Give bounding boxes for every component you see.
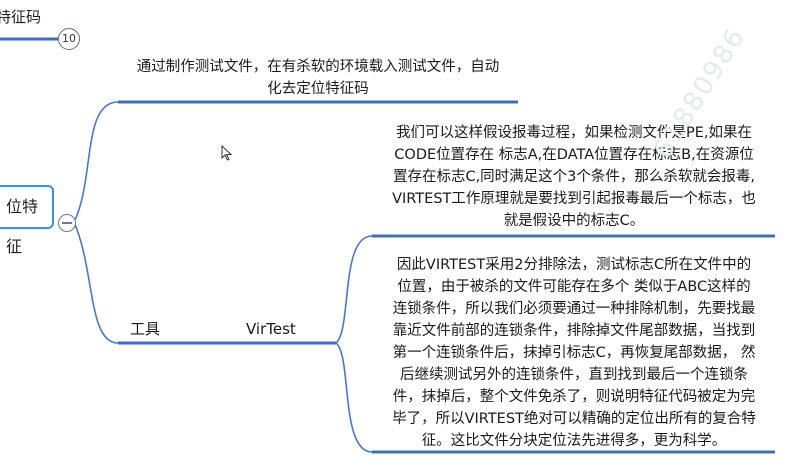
note-upper-line: 就是假设中的标志C。 bbox=[503, 213, 645, 229]
note-upper-line: 我们可以这样假设报毒过程，如果检测文件是PE,如果在 bbox=[395, 125, 752, 141]
note-upper-line: CODE位置存在 标志A,在DATA位置存在标志B,在资源位 bbox=[394, 147, 754, 163]
connector-note-upper bbox=[335, 235, 373, 344]
top-node-count-badge[interactable]: 10 bbox=[58, 28, 80, 50]
mouse-cursor-icon bbox=[221, 145, 233, 161]
branch-upper-line: 通过制作测试文件，在有杀软的环境载入测试文件，自动 bbox=[136, 59, 500, 75]
note-lower-line: 征。这比文件分块定位法先进得多，更为科学。 bbox=[421, 433, 727, 449]
note-lower-line: 第一个连锁条件后，抹掉引标志C，再恢复尾部数据， 然 bbox=[392, 345, 756, 361]
branch-tools-label[interactable]: 工具 bbox=[130, 320, 161, 338]
note-upper[interactable]: 我们可以这样假设报毒过程，如果检测文件是PE,如果在 CODE位置存在 标志A,… bbox=[376, 122, 772, 232]
central-node[interactable]: 位特征 bbox=[0, 185, 54, 256]
central-node-label: 位特征 bbox=[6, 197, 39, 256]
note-upper-line: 置存在标志C,同时满足这个3个条件，那么杀软就会报毒, bbox=[392, 169, 756, 185]
note-lower-line: 连锁条件，所以我们必须要通过一种排除机制，先要找最 bbox=[392, 301, 756, 317]
note-lower-line: 位置，由于被杀的文件可能存在多个 类似于ABC这样的 bbox=[397, 279, 751, 295]
collapse-toggle-icon[interactable] bbox=[58, 214, 76, 232]
branch-upper-text[interactable]: 通过制作测试文件，在有杀软的环境载入测试文件，自动 化去定位特征码 bbox=[122, 56, 514, 100]
note-upper-line: VIRTEST工作原理就是要找到引起报毒最后一个标志，也 bbox=[392, 191, 756, 207]
note-lower-line: 靠近文件前部的连锁条件，排除掉文件尾部数据，当找到 bbox=[392, 323, 756, 339]
note-lower-line: 后继续测试另外的连锁条件，直到找到最后一个连锁条 bbox=[400, 367, 748, 383]
note-lower-line: 因此VIRTEST采用2分排除法，测试标志C所在文件中的 bbox=[396, 257, 752, 273]
note-lower-line: 件，抹掉后，整个文件免杀了，则说明特征代码被定为完 bbox=[392, 389, 756, 405]
connector-upper bbox=[73, 101, 119, 223]
connector-lower bbox=[73, 221, 119, 344]
note-lower-line: 毕了，所以VIRTEST绝对可以精确的定位出所有的复合特 bbox=[392, 411, 756, 427]
connector-note-lower bbox=[335, 342, 373, 453]
branch-virtest-label[interactable]: VirTest bbox=[246, 320, 296, 338]
note-lower[interactable]: 因此VIRTEST采用2分排除法，测试标志C所在文件中的 位置，由于被杀的文件可… bbox=[376, 254, 772, 452]
top-node-label[interactable]: 特征码 bbox=[0, 8, 42, 26]
branch-upper-line: 化去定位特征码 bbox=[267, 81, 369, 97]
